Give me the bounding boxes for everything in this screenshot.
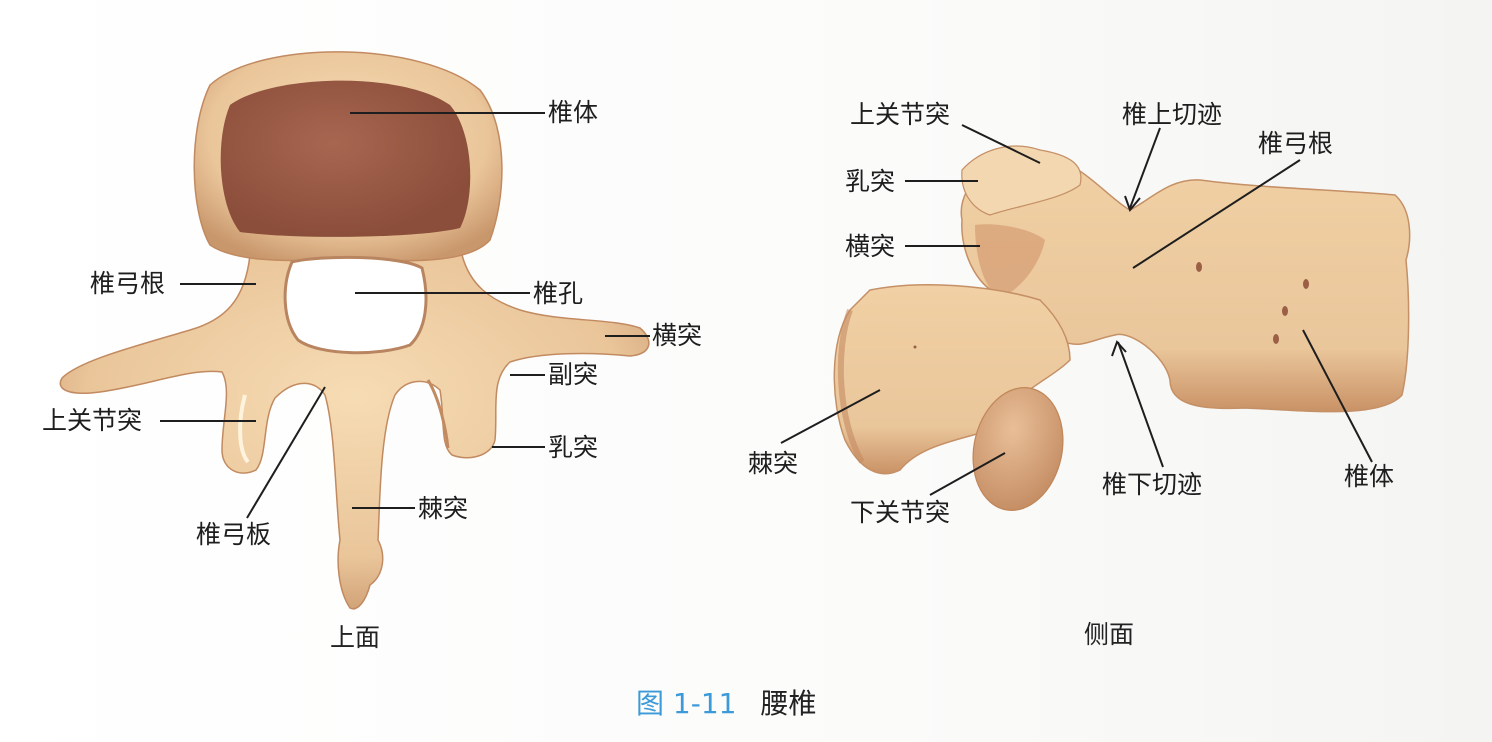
superior-leader-lines [160, 112, 650, 519]
superior-view-drawing [59, 51, 650, 610]
label-superior-vertebral-notch: 椎上切迹 [1122, 100, 1223, 129]
label-accessory-process: 副突 [548, 360, 599, 389]
label-superior-articular-process-lateral: 上关节突 [850, 100, 951, 129]
label-mammillary-process-lateral: 乳突 [845, 167, 896, 196]
label-vertebral-body: 椎体 [548, 98, 599, 127]
label-inferior-articular-process: 下关节突 [850, 498, 951, 527]
label-pedicle-lateral: 椎弓根 [1258, 129, 1334, 158]
view-title-superior: 上面 [330, 623, 381, 652]
figure-number: 图 1-11 [636, 687, 737, 720]
label-vertebral-body-lateral: 椎体 [1344, 462, 1395, 491]
label-transverse-process-lateral: 横突 [845, 232, 896, 261]
label-superior-articular-process: 上关节突 [42, 406, 143, 435]
label-lamina: 椎弓板 [196, 520, 272, 549]
label-vertebral-foramen: 椎孔 [533, 279, 584, 308]
lateral-view-drawing [833, 145, 1411, 511]
label-inferior-vertebral-notch: 椎下切迹 [1102, 470, 1203, 499]
label-mammillary-process: 乳突 [548, 433, 599, 462]
label-pedicle: 椎弓根 [90, 269, 166, 298]
figure-title: 腰椎 [760, 687, 817, 720]
figure-caption: 图 1-11 腰椎 [636, 690, 816, 718]
label-transverse-process: 横突 [652, 321, 703, 350]
lateral-leader-lines [780, 124, 1373, 496]
label-spinous-process-lateral: 棘突 [748, 449, 799, 478]
view-title-lateral: 侧面 [1084, 620, 1135, 649]
label-spinous-process: 棘突 [418, 494, 469, 523]
